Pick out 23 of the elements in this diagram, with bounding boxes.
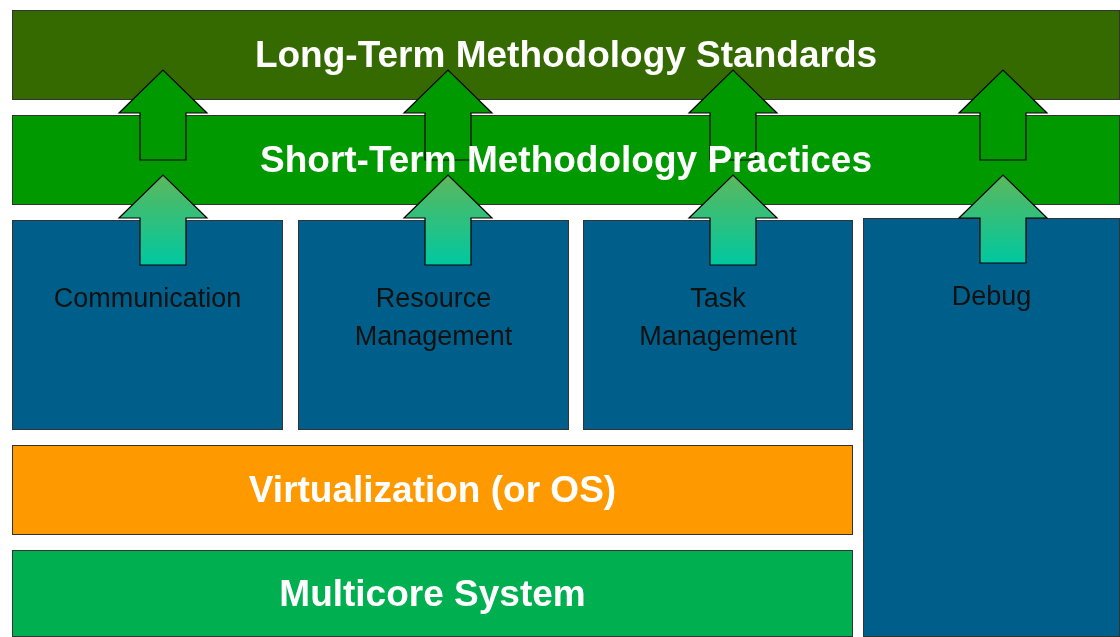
block-arrow [402, 69, 494, 161]
block-label: Debug [950, 280, 1033, 313]
block-arrow [402, 174, 494, 266]
component-block [863, 218, 1120, 637]
layer-band [12, 550, 853, 637]
block-arrow [687, 174, 779, 266]
block-arrow [957, 174, 1049, 264]
layer-title: Virtualization (or OS) [247, 468, 618, 512]
component-block [298, 220, 569, 430]
block-label: Resource Management [353, 282, 514, 353]
block-arrow [687, 69, 779, 161]
layer-title: Long-Term Methodology Standards [253, 33, 879, 77]
block-label: Communication [52, 282, 243, 315]
top-layer-band [12, 10, 1120, 100]
block-arrow [117, 174, 209, 266]
block-arrow [957, 69, 1049, 161]
block-label: Task Management [638, 282, 798, 353]
layer-band [12, 445, 853, 535]
component-block [12, 220, 283, 430]
block-arrow [117, 69, 209, 161]
layer-title: Short-Term Methodology Practices [259, 138, 873, 182]
component-block [583, 220, 853, 430]
layer-title: Multicore System [278, 572, 587, 616]
